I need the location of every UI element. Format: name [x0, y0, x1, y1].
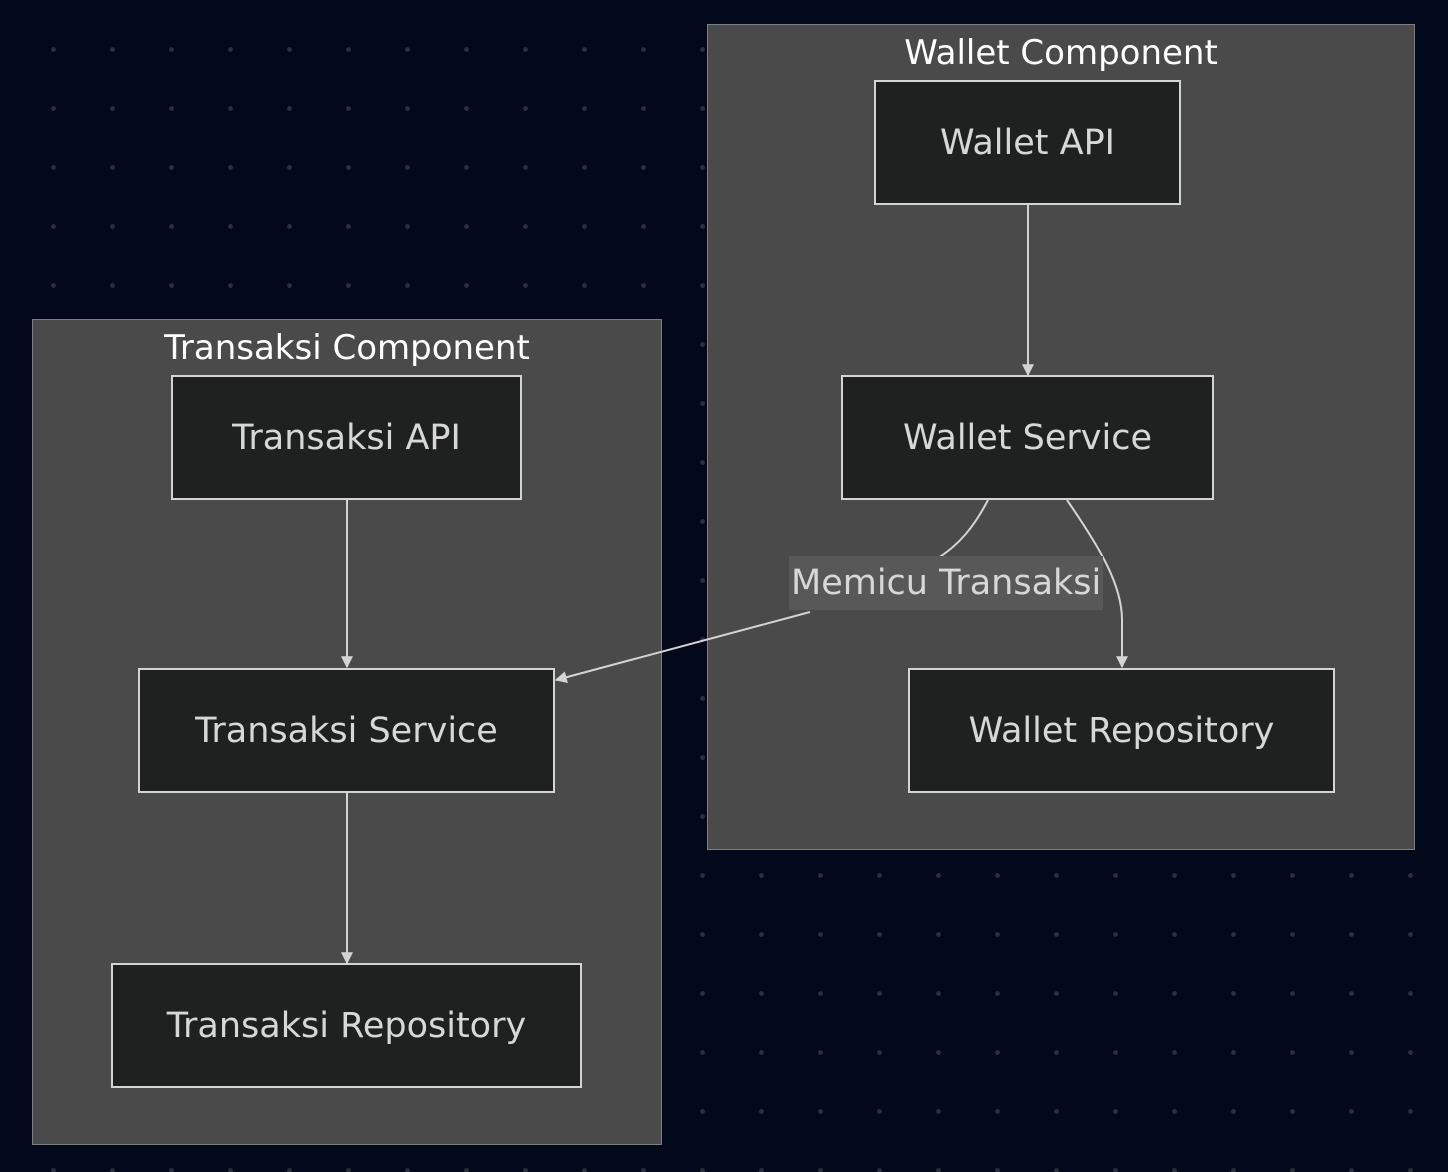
edge-wallet-service-to-transaksi-service: [556, 499, 989, 680]
transaksi-repository-node: Transaksi Repository: [111, 963, 582, 1088]
wallet-service-node: Wallet Service: [841, 375, 1214, 500]
wallet-api-node: Wallet API: [874, 80, 1181, 205]
transaksi-component-title: Transaksi Component: [164, 328, 530, 368]
edge-wallet-service-to-repository: [1066, 499, 1128, 669]
transaksi-api-node: Transaksi API: [171, 375, 522, 500]
edge-label-memicu-transaksi: Memicu Transaksi: [789, 556, 1104, 610]
wallet-component-title: Wallet Component: [904, 33, 1218, 73]
transaksi-service-node: Transaksi Service: [138, 668, 555, 793]
wallet-repository-node: Wallet Repository: [908, 668, 1335, 793]
